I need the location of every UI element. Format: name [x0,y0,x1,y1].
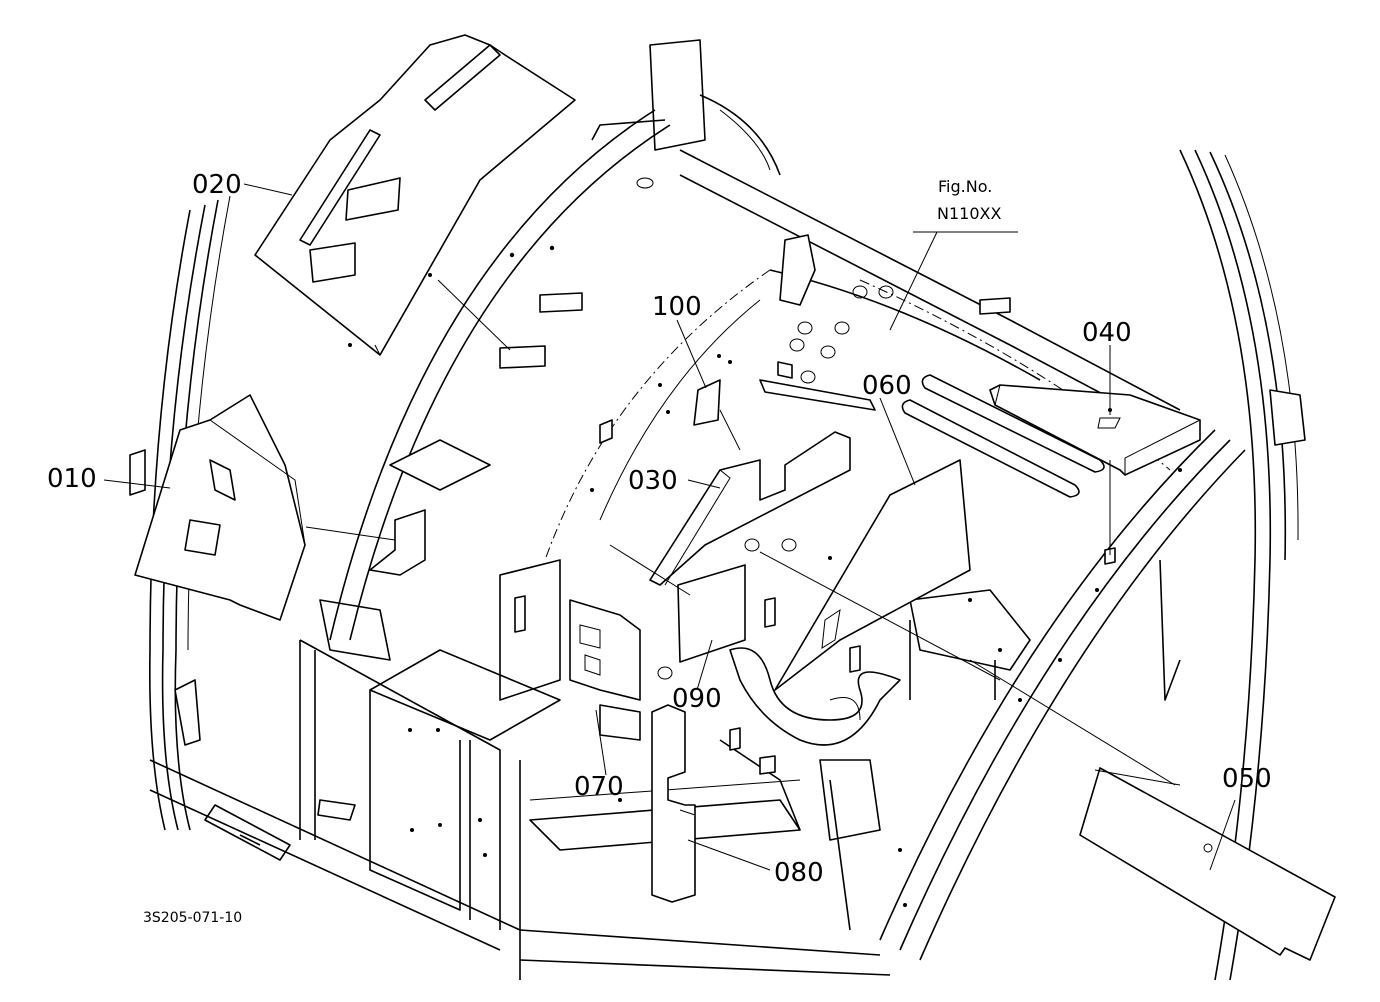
drawing-code: 3S205-071-10 [143,910,243,926]
part-100 [693,379,721,426]
brackets [129,292,1306,821]
fasteners [174,234,1182,907]
figure-number: N110XX [937,204,1002,223]
callout-020: 020 [192,170,242,200]
leader-lines [103,183,1236,871]
floor-slots [759,374,1105,498]
part-080 [651,704,696,903]
part-050 [1079,767,1336,961]
callout-050: 050 [1222,764,1272,794]
figure-number-label: Fig.No. [938,177,993,196]
curved-left-pillar [329,109,671,641]
callout-040: 040 [1082,318,1132,348]
callout-010: 010 [47,464,97,494]
top-beam [649,39,1181,436]
part-030 [649,431,851,586]
center-console [319,559,1181,931]
floor-cutout [729,647,901,746]
part-070 [569,599,641,741]
floor-frame [149,639,891,980]
callout-080: 080 [774,858,824,888]
panel-holes [636,177,894,680]
callout-060: 060 [862,371,912,401]
callout-070: 070 [574,772,624,802]
part-020 [254,34,576,356]
callout-100: 100 [652,292,702,322]
part-010 [134,394,306,621]
callout-090: 090 [672,684,722,714]
curved-right-pillar [879,429,1246,961]
part-040 [989,384,1201,476]
part-060 [774,459,971,691]
part-090 [677,564,746,663]
callout-030: 030 [628,466,678,496]
